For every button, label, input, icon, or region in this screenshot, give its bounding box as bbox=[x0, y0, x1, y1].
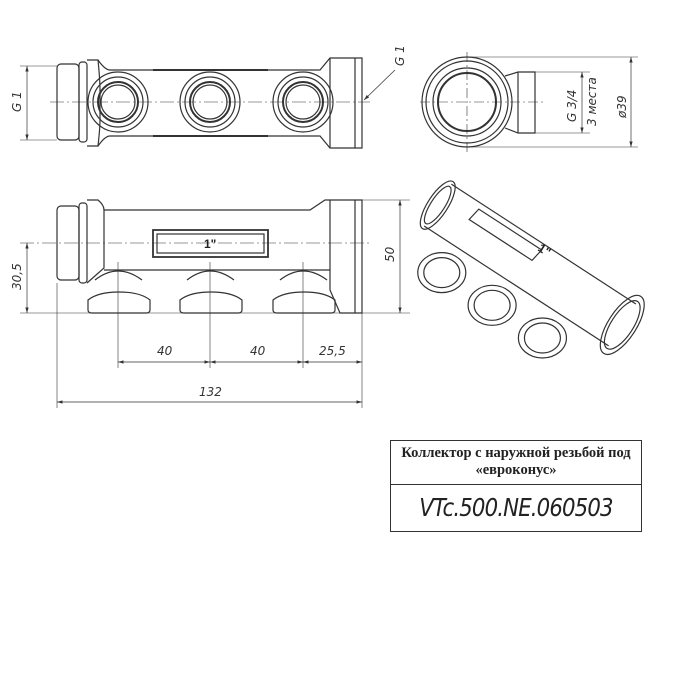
dim-inlet-thread: G 1 bbox=[10, 91, 24, 112]
dim-total-height: 50 bbox=[383, 246, 397, 262]
dim-axis-height: 30,5 bbox=[10, 263, 24, 290]
dim-outlet-thread: G 1 bbox=[393, 45, 407, 66]
dim-end-offset: 25,5 bbox=[319, 344, 346, 358]
side-view bbox=[420, 52, 638, 155]
front-size-label: 1" bbox=[204, 237, 216, 251]
product-code: VTc.500.NE.060503 bbox=[419, 493, 613, 522]
product-name: Коллектор с наружной резьбой под «евроко… bbox=[391, 441, 641, 485]
dim-total-length: 132 bbox=[199, 385, 222, 399]
title-block: Коллектор с наружной резьбой под «евроко… bbox=[390, 440, 642, 532]
dim-port-count: 3 места bbox=[585, 77, 599, 126]
top-view bbox=[20, 57, 396, 149]
dim-pitch-1: 40 bbox=[157, 344, 173, 358]
dim-pitch-2: 40 bbox=[250, 344, 266, 358]
foot-3 bbox=[272, 270, 336, 314]
dim-diameter: ø39 bbox=[615, 95, 629, 119]
foot-2 bbox=[179, 270, 243, 314]
dim-port-thread: G 3/4 bbox=[565, 90, 579, 122]
front-view bbox=[20, 199, 410, 408]
iso-size-label: 1" bbox=[535, 241, 553, 259]
foot-1 bbox=[87, 270, 151, 314]
iso-view bbox=[417, 180, 645, 359]
